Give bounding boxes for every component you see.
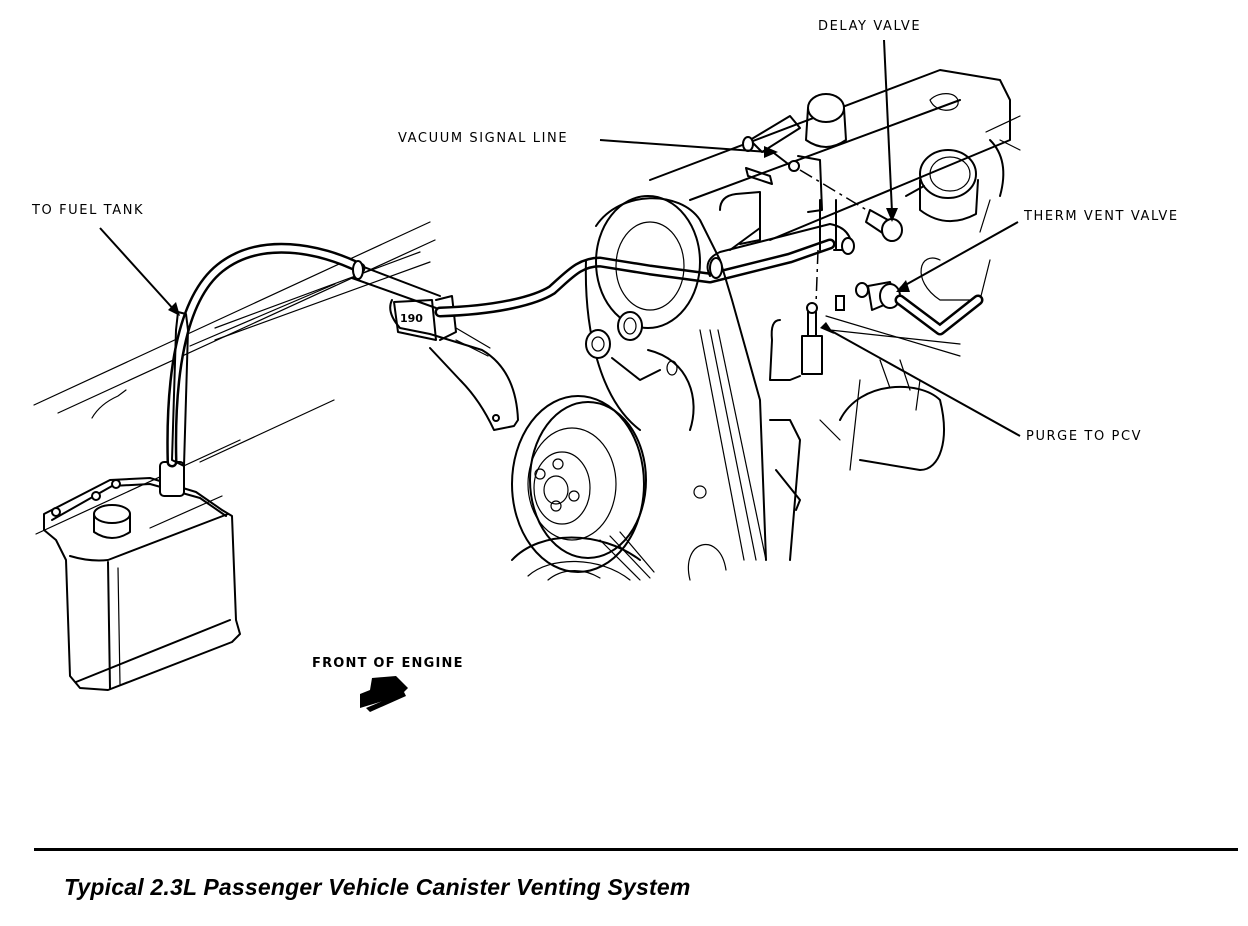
- steel-vapor-line: [434, 238, 836, 318]
- vent-hose: [166, 242, 441, 468]
- label-front-of-engine: FRONT OF ENGINE: [312, 656, 464, 671]
- hose-bracket: 190: [389, 295, 519, 431]
- valve-cover: [649, 69, 1021, 241]
- air-cleaner-inlet: [905, 139, 1005, 301]
- engine-block: [769, 359, 945, 561]
- label-to-fuel-tank: TO FUEL TANK: [32, 203, 145, 218]
- figure-caption: Typical 2.3L Passenger Vehicle Canister …: [64, 874, 691, 900]
- frame-rail-lines: [33, 221, 436, 535]
- label-delay-valve: DELAY VALVE: [818, 19, 922, 34]
- front-of-engine-arrow: [360, 676, 408, 712]
- idler-and-fittings: [585, 311, 695, 431]
- bracket-marking: 190: [400, 312, 423, 325]
- label-therm-vent-valve: THERM VENT VALVE: [1024, 209, 1179, 224]
- caption-divider: [34, 848, 1238, 851]
- delay-valve: [865, 209, 903, 242]
- hose-clips: [706, 191, 855, 279]
- label-purge-to-pcv: PURGE TO PCV: [1026, 429, 1143, 444]
- vapor-canister: [43, 461, 241, 691]
- label-vacuum-signal-line: VACUUM SIGNAL LINE: [398, 131, 569, 146]
- vacuum-fitting: [742, 93, 847, 251]
- pcv-purge-fitting: [769, 169, 961, 381]
- leader-lines: [99, 39, 1021, 437]
- crank-pulley: [511, 395, 727, 581]
- therm-vent-valve: [855, 281, 984, 336]
